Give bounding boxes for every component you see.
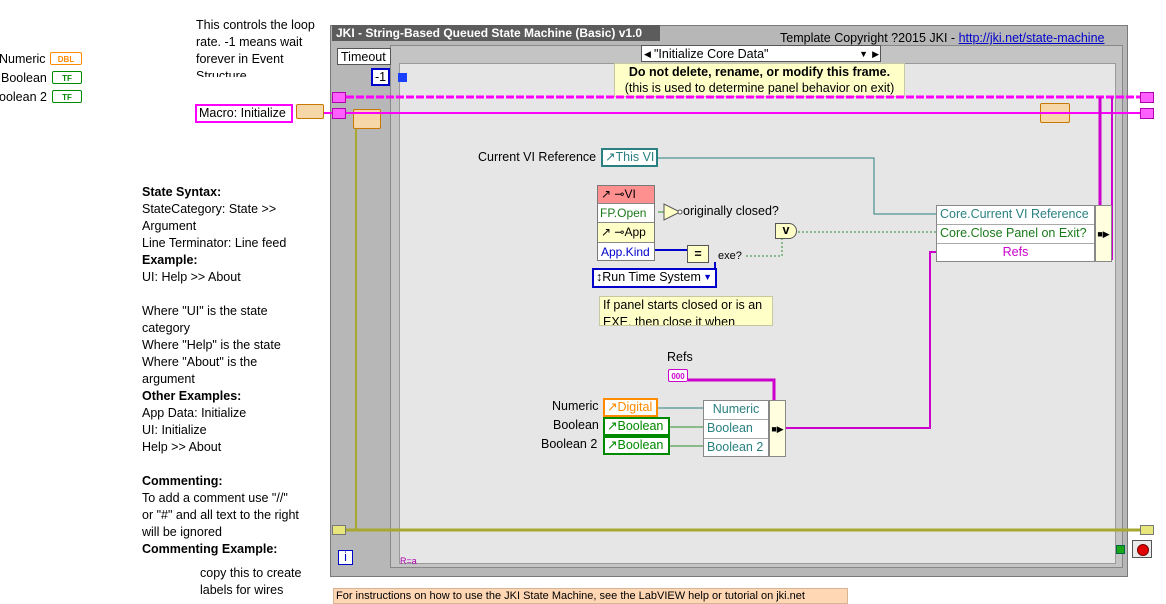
numeric-reference[interactable]: ↗Digital bbox=[603, 398, 658, 417]
chevron-down-icon[interactable]: ▼ bbox=[703, 272, 712, 282]
other-example-2: UI: Initialize bbox=[142, 423, 207, 437]
timeout-tunnel bbox=[398, 73, 407, 82]
state-syntax-heading: State Syntax: bbox=[142, 185, 222, 199]
state-syntax-line1: StateCategory: State >> bbox=[142, 202, 277, 216]
where-line2: Where "Help" is the state bbox=[142, 338, 281, 352]
other-example-1: App Data: Initialize bbox=[142, 406, 247, 420]
jki-link[interactable]: http://jki.net/state-machine bbox=[958, 31, 1105, 45]
shift-register-right-top[interactable] bbox=[1140, 92, 1154, 103]
state-syntax-line2: Argument bbox=[142, 219, 197, 233]
exe-wire bbox=[746, 238, 783, 257]
chevron-down-icon[interactable]: ▼ bbox=[859, 49, 868, 59]
originally-closed-label: originally closed? bbox=[683, 204, 779, 218]
equal-function[interactable]: = bbox=[687, 245, 709, 263]
shift-register-left-bottom[interactable] bbox=[332, 108, 346, 119]
app-kind-enum-constant[interactable]: ↕Run Time System ▼ bbox=[592, 268, 717, 288]
bundle-field-current-vi: Core.Current VI Reference bbox=[937, 206, 1094, 225]
copy-labels-note: copy this to create labels for wires bbox=[200, 566, 302, 597]
do-not-modify-note: Do not delete, rename, or modify this fr… bbox=[614, 63, 905, 97]
comment-line1: To add a comment use "//" bbox=[142, 491, 288, 505]
refs-bundle-node[interactable]: Numeric Boolean Boolean 2 bbox=[703, 400, 769, 457]
refs-boolean2-label: Boolean 2 bbox=[541, 437, 598, 451]
refs-cluster-wire bbox=[786, 251, 938, 429]
vi-class-node: ↗ ⊸VI bbox=[598, 186, 654, 204]
refs-label: Refs bbox=[667, 350, 693, 364]
loop-stop-terminal[interactable] bbox=[1132, 540, 1152, 558]
refs-bundle-handle[interactable]: ■▶ bbox=[769, 400, 786, 457]
numeric-terminal-label: Numeric bbox=[0, 52, 46, 66]
parse-state-queue-icon[interactable] bbox=[296, 104, 324, 119]
bundle-field-refs: Refs bbox=[1002, 245, 1029, 259]
app-kind-property: App.Kind bbox=[601, 245, 650, 259]
frame-title: JKI - String-Based Queued State Machine … bbox=[332, 25, 660, 41]
error-shift-left[interactable] bbox=[332, 525, 346, 535]
not-function-icon[interactable] bbox=[663, 203, 683, 221]
example-line: UI: Help >> About bbox=[142, 270, 241, 284]
example-heading: Example: bbox=[142, 253, 198, 267]
shift-register-right-bottom[interactable] bbox=[1140, 108, 1154, 119]
refs-field-numeric: Numeric bbox=[704, 401, 768, 420]
refs-field-boolean2: Boolean 2 bbox=[707, 440, 764, 454]
this-vi-ref-wire bbox=[658, 157, 938, 215]
current-vi-reference-label: Current VI Reference bbox=[478, 150, 597, 164]
timeout-label: Timeout bbox=[337, 48, 391, 65]
boolean-terminal-label: Boolean bbox=[1, 71, 47, 85]
refs-cluster-constant[interactable]: 000 bbox=[668, 369, 688, 382]
where-line3b: argument bbox=[142, 372, 195, 386]
warning-line-1: Do not delete, rename, or modify this fr… bbox=[628, 65, 891, 79]
where-line1a: Where "UI" is the state bbox=[142, 304, 268, 318]
case-selector-left-arrow[interactable]: ◀ bbox=[644, 49, 651, 59]
comment-line2: or "#" and all text to the right bbox=[142, 508, 299, 522]
boolean2-reference[interactable]: ↗Boolean bbox=[603, 436, 670, 455]
timeout-comment: This controls the loop rate. -1 means wa… bbox=[196, 18, 315, 77]
shift-register-left-top[interactable] bbox=[332, 92, 346, 103]
boolean-reference[interactable]: ↗Boolean bbox=[603, 417, 670, 436]
error-shift-right[interactable] bbox=[1140, 525, 1154, 535]
refs-field-boolean: Boolean bbox=[704, 420, 768, 439]
commenting-example-heading: Commenting Example: bbox=[142, 542, 278, 556]
boolean2-terminal-label: oolean 2 bbox=[0, 90, 47, 104]
other-example-3: Help >> About bbox=[142, 440, 222, 454]
bundle-field-close-panel: Core.Close Panel on Exit? bbox=[937, 225, 1094, 244]
boolean2-terminal[interactable]: TF bbox=[52, 90, 82, 103]
boolean-terminal[interactable]: TF bbox=[52, 71, 82, 84]
case-selector-right-arrow[interactable]: ▶ bbox=[872, 49, 879, 59]
state-syntax-notes: State Syntax: StateCategory: State >> Ar… bbox=[142, 184, 328, 556]
this-vi-reference[interactable]: ↗This VI bbox=[601, 148, 658, 167]
where-line1b: category bbox=[142, 321, 190, 335]
case-selector[interactable]: ◀ "Initialize Core Data" ▼ ▶ bbox=[641, 45, 881, 62]
close-panel-note: If panel starts closed or is an EXE, the… bbox=[599, 296, 773, 326]
copyright-text: Template Copyright ?2015 JKI - http://jk… bbox=[780, 31, 1105, 45]
app-class-node: ↗ ⊸App bbox=[598, 223, 654, 243]
property-node[interactable]: ↗ ⊸VI FP.Open ↗ ⊸App App.Kind bbox=[597, 185, 655, 261]
where-line3a: Where "About" is the bbox=[142, 355, 258, 369]
stop-tunnel bbox=[1116, 545, 1125, 554]
warning-line-2: (this is used to determine panel behavio… bbox=[624, 81, 895, 95]
numeric-terminal[interactable]: DBL bbox=[50, 52, 82, 65]
other-examples-heading: Other Examples: bbox=[142, 389, 242, 403]
macro-initialize-constant[interactable]: Macro: Initialize bbox=[195, 104, 293, 123]
enum-arrows-icon: ↕ bbox=[596, 270, 603, 284]
stop-icon bbox=[1137, 544, 1149, 556]
refs-numeric-label: Numeric bbox=[552, 399, 599, 413]
fp-open-property: FP.Open bbox=[598, 204, 654, 223]
shift-register-indicator: R=a bbox=[400, 556, 417, 566]
bundle-by-name-node[interactable]: Core.Current VI Reference Core.Close Pan… bbox=[936, 205, 1095, 262]
timeout-constant[interactable]: -1 bbox=[371, 68, 390, 86]
bundle-handle[interactable]: ■▶ bbox=[1095, 205, 1112, 262]
instructions-note: For instructions on how to use the JKI S… bbox=[333, 588, 848, 604]
refs-boolean-label: Boolean bbox=[553, 418, 599, 432]
comment-line3: will be ignored bbox=[142, 525, 222, 539]
exe-label: exe? bbox=[718, 250, 742, 262]
state-syntax-line3: Line Terminator: Line feed bbox=[142, 236, 287, 250]
case-selector-value: "Initialize Core Data" bbox=[654, 47, 769, 61]
commenting-heading: Commenting: bbox=[142, 474, 223, 488]
iteration-terminal: i bbox=[338, 550, 353, 565]
or-function[interactable]: v bbox=[775, 223, 797, 239]
